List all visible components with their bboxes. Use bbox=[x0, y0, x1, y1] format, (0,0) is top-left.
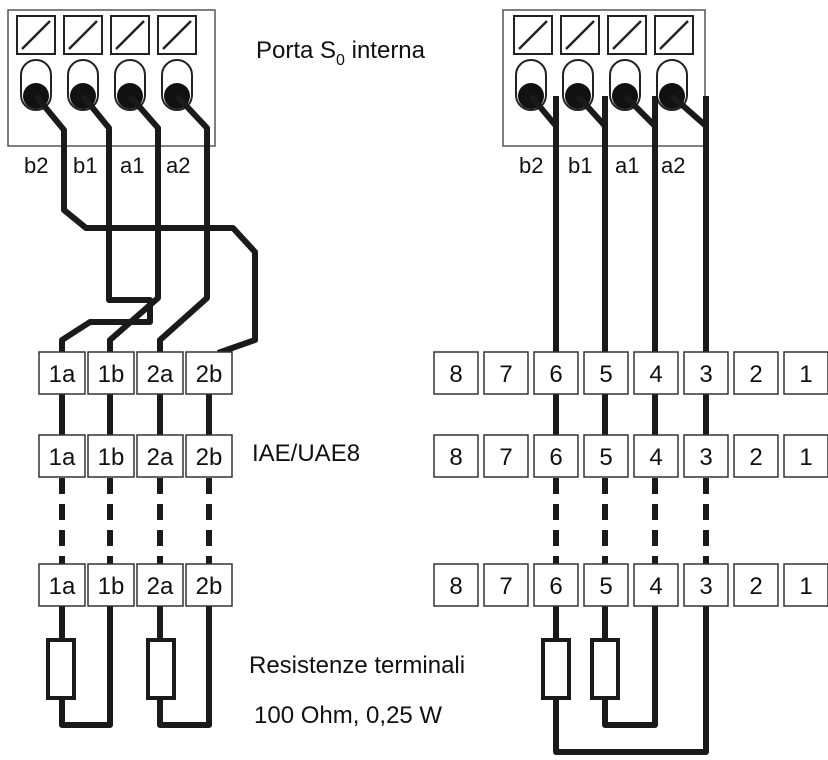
right-pin-label-b1: b1 bbox=[568, 153, 592, 178]
left-terminal-label: 1a bbox=[49, 361, 76, 388]
right-terminal-label: 1 bbox=[799, 573, 812, 600]
right-terminal-box bbox=[683, 563, 729, 607]
right-terminal-box bbox=[733, 434, 779, 478]
right-terminal-box bbox=[783, 563, 828, 607]
left-pin-label-a1: a1 bbox=[120, 153, 144, 178]
right-terminal-label: 6 bbox=[549, 361, 562, 388]
right-resistors bbox=[541, 638, 620, 700]
right-terminal-label: 8 bbox=[449, 444, 462, 471]
left-pin-label-b1: b1 bbox=[73, 153, 97, 178]
right-terminal-label: 7 bbox=[499, 573, 512, 600]
right-terminal-box bbox=[783, 434, 828, 478]
right-screw-terminals bbox=[513, 15, 694, 55]
right-terminal-box bbox=[433, 351, 479, 395]
left-port-connector bbox=[7, 9, 216, 147]
right-terminal-box bbox=[533, 563, 579, 607]
port-title: Porta S0 interna bbox=[256, 37, 426, 69]
left-wiring bbox=[33, 93, 258, 728]
left-terminal-label: 1b bbox=[98, 444, 125, 471]
left-terminal-label: 2a bbox=[147, 573, 174, 600]
left-terminal-box bbox=[87, 351, 135, 395]
right-terminal-box bbox=[483, 434, 529, 478]
right-terminal-label: 8 bbox=[449, 573, 462, 600]
left-terminal-box bbox=[136, 434, 184, 478]
left-pin-label-b2: b2 bbox=[24, 153, 48, 178]
left-terminal-box bbox=[38, 351, 86, 395]
right-terminal-label: 3 bbox=[699, 573, 712, 600]
right-terminal-box bbox=[733, 351, 779, 395]
right-terminal-box bbox=[483, 351, 529, 395]
right-pin-label-a1: a1 bbox=[615, 153, 639, 178]
left-terminal-label: 2b bbox=[196, 444, 223, 471]
right-terminal-box bbox=[683, 434, 729, 478]
right-terminal-label: 4 bbox=[649, 361, 662, 388]
right-terminal-label: 5 bbox=[599, 573, 612, 600]
right-terminal-label: 3 bbox=[699, 444, 712, 471]
device-label: IAE/UAE8 bbox=[252, 440, 360, 467]
left-terminal-box bbox=[87, 434, 135, 478]
right-terminal-box bbox=[433, 434, 479, 478]
right-terminal-label: 8 bbox=[449, 361, 462, 388]
right-terminal-label: 1 bbox=[799, 361, 812, 388]
left-terminal-label: 2b bbox=[196, 573, 223, 600]
right-terminal-box bbox=[683, 351, 729, 395]
left-screw-terminals bbox=[16, 15, 197, 55]
left-terminal-label: 1a bbox=[49, 444, 76, 471]
right-terminal-label: 3 bbox=[699, 361, 712, 388]
right-terminal-label: 5 bbox=[599, 444, 612, 471]
left-terminal-box bbox=[185, 351, 233, 395]
left-terminal-box bbox=[38, 563, 86, 607]
right-terminal-box bbox=[583, 563, 629, 607]
left-terminal-label: 1b bbox=[98, 573, 125, 600]
left-terminal-box bbox=[185, 434, 233, 478]
right-terminal-label: 2 bbox=[749, 444, 762, 471]
right-terminal-label: 4 bbox=[649, 573, 662, 600]
left-resistors bbox=[46, 638, 176, 700]
left-terminal-box bbox=[136, 351, 184, 395]
right-terminal-box bbox=[633, 351, 679, 395]
right-terminal-label: 7 bbox=[499, 361, 512, 388]
right-terminal-label: 7 bbox=[499, 444, 512, 471]
left-pin-label-a2: a2 bbox=[166, 153, 190, 178]
right-terminal-label: 2 bbox=[749, 361, 762, 388]
right-terminal-blocks: 8 7 6 5 4 3 2 1 8 7 6 5 4 3 2 1 8 7 6 5 4 3 2 1 bbox=[433, 351, 828, 607]
right-pin-label-a2: a2 bbox=[661, 153, 685, 178]
right-terminal-box bbox=[633, 563, 679, 607]
left-terminal-box bbox=[87, 563, 135, 607]
right-terminal-label: 4 bbox=[649, 444, 662, 471]
right-terminal-box bbox=[633, 434, 679, 478]
right-terminal-label: 6 bbox=[549, 573, 562, 600]
resistors-label-line1: Resistenze terminali bbox=[249, 652, 465, 679]
right-terminal-box bbox=[733, 563, 779, 607]
left-terminal-box bbox=[185, 563, 233, 607]
left-terminal-box bbox=[38, 434, 86, 478]
left-terminal-blocks: 1a 1b 2a 2b 1a 1b 2a 2b 1a 1b 2a 2b bbox=[38, 351, 233, 607]
left-terminal-label: 1a bbox=[49, 573, 76, 600]
right-terminal-box bbox=[783, 351, 828, 395]
left-terminal-label: 2b bbox=[196, 361, 223, 388]
resistors-label-line2: 100 Ohm, 0,25 W bbox=[254, 702, 442, 729]
right-terminal-label: 2 bbox=[749, 573, 762, 600]
left-terminal-label: 2a bbox=[147, 361, 174, 388]
right-terminal-box bbox=[533, 434, 579, 478]
right-pin-label-b2: b2 bbox=[519, 153, 543, 178]
left-terminal-label: 2a bbox=[147, 444, 174, 471]
right-terminal-label: 5 bbox=[599, 361, 612, 388]
right-terminal-box bbox=[483, 563, 529, 607]
right-terminal-box bbox=[583, 351, 629, 395]
right-terminal-label: 1 bbox=[799, 444, 812, 471]
right-terminal-box bbox=[433, 563, 479, 607]
right-terminal-box bbox=[583, 434, 629, 478]
right-terminal-box bbox=[533, 351, 579, 395]
left-terminal-label: 1b bbox=[98, 361, 125, 388]
left-terminal-box bbox=[136, 563, 184, 607]
right-terminal-label: 6 bbox=[549, 444, 562, 471]
